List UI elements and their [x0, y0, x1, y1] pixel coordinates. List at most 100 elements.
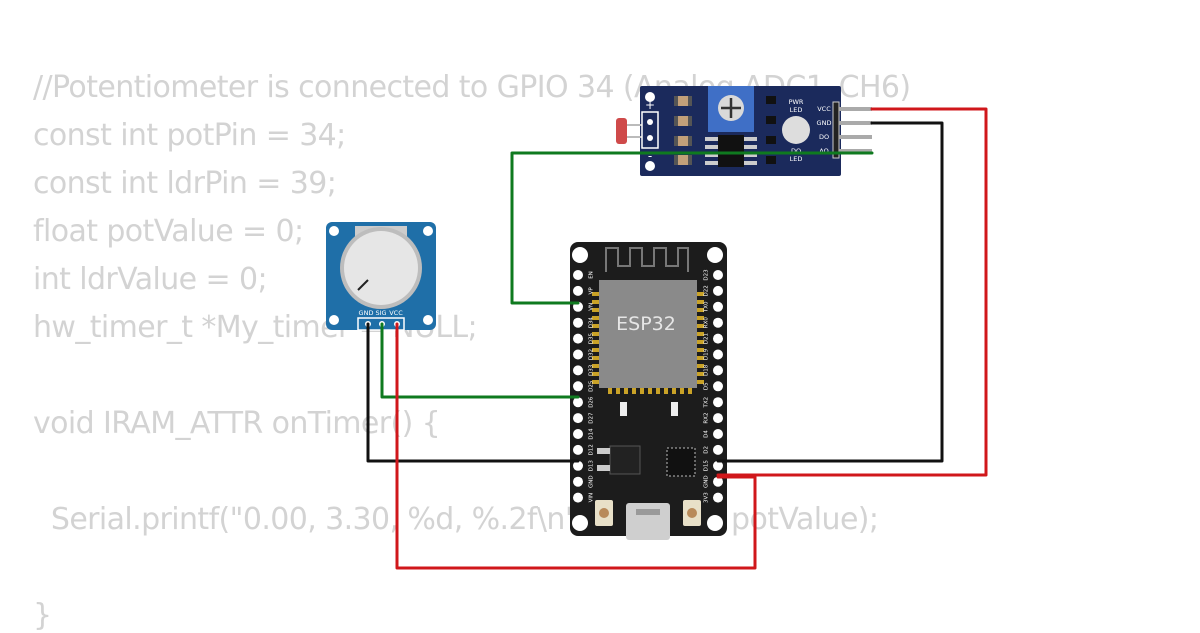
esp32-pin-d19[interactable]: [713, 349, 723, 360]
wire-pot-vcc[interactable]: [395, 322, 757, 570]
module-pad: [640, 388, 644, 394]
pot-pin-label: VCC: [389, 309, 403, 317]
esp32-pin-d23[interactable]: [713, 270, 723, 280]
wire-ldr-gnd[interactable]: [716, 121, 944, 463]
esp32-pin-d12[interactable]: [573, 444, 583, 455]
code-line-9: }: [33, 598, 52, 633]
esp32-pin-vp[interactable]: [573, 285, 583, 296]
mount-hole: [329, 226, 339, 236]
ldr-module[interactable]: + - PWR LED DO LED: [616, 86, 872, 176]
esp32-pin-label: D4: [704, 430, 710, 438]
module-pad: [608, 388, 612, 394]
esp32-pin-label: EN: [589, 271, 595, 279]
module-pad: [592, 292, 599, 296]
esp32-pin-en[interactable]: [573, 270, 583, 280]
esp32-pin-label: D34: [589, 317, 595, 329]
esp32-pin-3v3[interactable]: [713, 492, 723, 503]
esp32-pin-d21[interactable]: [713, 333, 723, 344]
esp32-pin-gnd[interactable]: [573, 476, 583, 487]
wire-ldr-ao-to-vn[interactable]: [510, 151, 874, 305]
module-pad: [697, 300, 704, 304]
module-pad: [632, 388, 636, 394]
esp32-pin-d5[interactable]: [713, 381, 723, 392]
mount-hole: [423, 226, 433, 236]
wire-pot-gnd[interactable]: [366, 322, 580, 463]
code-line-5: int ldrValue = 0;: [33, 262, 268, 297]
wire-ldr-vcc[interactable]: [716, 107, 988, 477]
pot-pin-label: GND: [359, 309, 374, 317]
esp32-pin-d26[interactable]: [573, 397, 583, 408]
esp32-right-pins: D23D22TX0RX0D21D19D18D5TX2RX2D4D2D15GND3…: [704, 269, 723, 503]
wire-pot-sig-to-gpio34[interactable]: [380, 322, 580, 399]
module-pad: [656, 388, 660, 394]
esp32-pin-d34[interactable]: [573, 317, 583, 328]
ldr-pin-label: VCC: [817, 105, 831, 113]
pot-knob[interactable]: [344, 231, 418, 305]
esp32-board[interactable]: ESP32 ENVPVND34D35D32D33D25D26D27D14D12D…: [570, 242, 727, 540]
esp32-pin-d27[interactable]: [573, 413, 583, 424]
esp32-pin-label: D32: [589, 349, 595, 360]
do-led-label-2: LED: [790, 155, 803, 163]
esp32-pin-d25[interactable]: [573, 381, 583, 392]
module-pad: [592, 372, 599, 376]
module-pad: [592, 316, 599, 320]
module-pad: [648, 388, 652, 394]
ldr-pin-label: DO: [819, 133, 829, 141]
mount-hole: [707, 515, 723, 531]
module-pad: [697, 308, 704, 312]
esp32-pin-label: D19: [704, 348, 710, 360]
esp32-pin-d15[interactable]: [713, 460, 723, 471]
esp32-pin-label: VN: [589, 303, 595, 311]
esp32-pin-d14[interactable]: [573, 429, 583, 439]
esp32-pin-label: D23: [704, 269, 710, 281]
wires: [366, 107, 988, 570]
esp32-pin-label: D26: [589, 396, 595, 408]
module-pad: [592, 308, 599, 312]
esp32-pin-gnd[interactable]: [713, 476, 723, 487]
knob-indicator: [357, 279, 369, 291]
resistor: [678, 96, 688, 106]
esp32-pin-label: GND: [589, 475, 595, 488]
esp32-pin-d18[interactable]: [713, 365, 723, 376]
esp32-pin-label: D12: [589, 444, 595, 455]
esp32-pin-d33[interactable]: [573, 365, 583, 376]
resistor: [678, 155, 688, 165]
potentiometer[interactable]: GND SIG VCC: [326, 222, 436, 331]
mount-hole: [572, 247, 588, 263]
module-pad: [680, 388, 684, 394]
esp32-pin-d22[interactable]: [713, 285, 723, 296]
esp32-pin-d13[interactable]: [573, 460, 583, 471]
module-pads: [592, 292, 704, 394]
esp32-pin-label: RX0: [704, 317, 710, 329]
esp32-pin-rx0[interactable]: [713, 317, 723, 328]
esp32-pin-d2[interactable]: [713, 444, 723, 455]
esp32-pin-d35[interactable]: [573, 333, 583, 344]
pin-header: [832, 101, 840, 159]
esp32-pin-d4[interactable]: [713, 429, 723, 439]
esp32-pin-d32[interactable]: [573, 349, 583, 360]
module-pad: [697, 292, 704, 296]
esp32-pin-rx2[interactable]: [713, 413, 723, 424]
module-pad: [697, 380, 704, 384]
photoresistor: [616, 118, 627, 144]
comparator-ic: [718, 135, 744, 167]
esp32-pin-label: D18: [704, 364, 710, 376]
usb-port[interactable]: [626, 503, 670, 540]
esp32-pin-label: D14: [589, 428, 595, 440]
module-pad: [697, 316, 704, 320]
esp32-pin-label: TX0: [704, 301, 710, 313]
pwr-led-label-1: PWR: [789, 98, 804, 106]
esp32-pin-label: RX2: [704, 413, 710, 424]
module-pad: [697, 356, 704, 360]
mount-hole: [645, 92, 655, 102]
esp32-pin-label: VIN: [589, 493, 595, 503]
module-pad: [697, 324, 704, 328]
module-pad: [697, 372, 704, 376]
esp32-pin-vin[interactable]: [573, 492, 583, 503]
esp32-pin-tx0[interactable]: [713, 301, 723, 312]
esp32-pin-label: D5: [704, 382, 710, 390]
mount-hole: [707, 247, 723, 263]
esp32-pin-tx2[interactable]: [713, 397, 723, 408]
esp32-pin-label: D15: [704, 460, 710, 472]
